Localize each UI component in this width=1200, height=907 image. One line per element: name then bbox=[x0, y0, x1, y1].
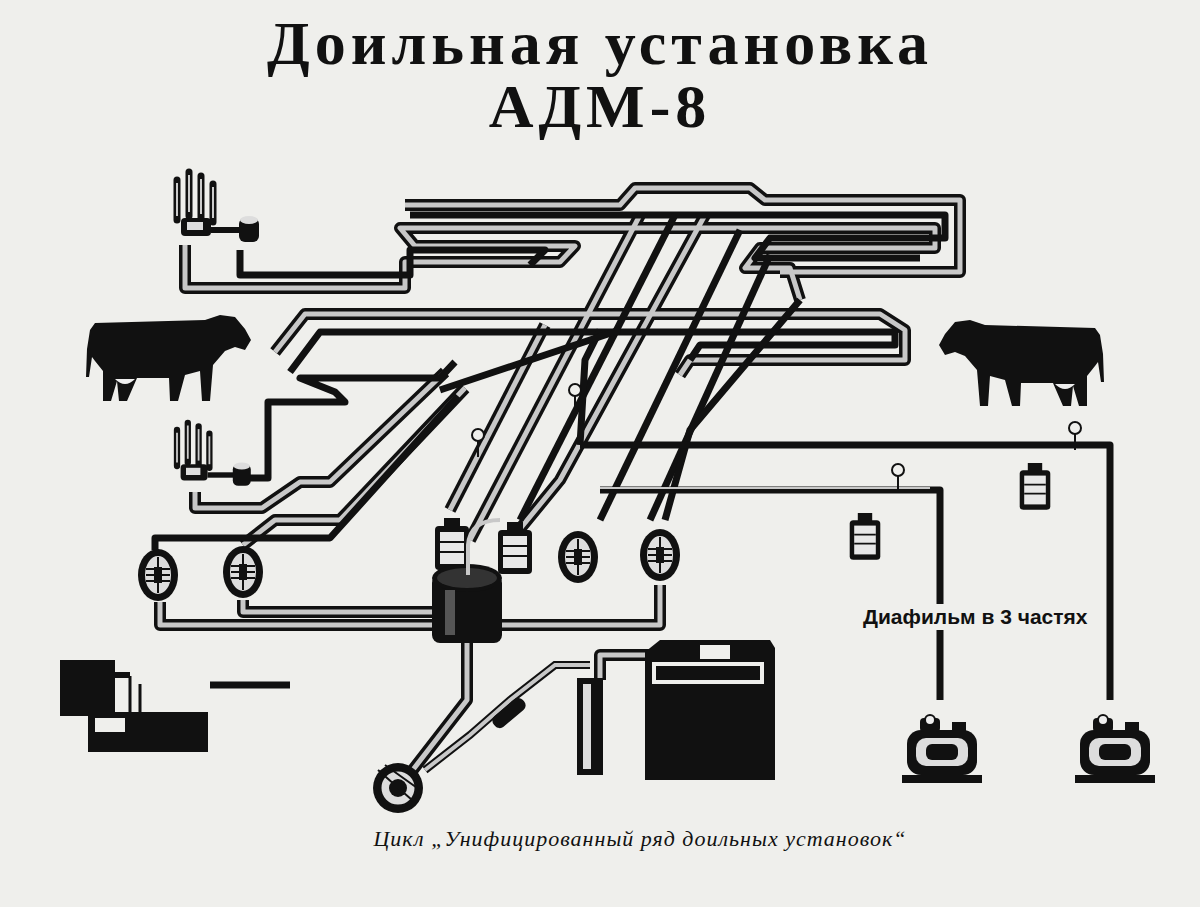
part-note: Диафильм в 3 частях bbox=[858, 604, 1092, 630]
title-block: Доильная установка АДМ-8 bbox=[0, 12, 1200, 138]
caption: Цикл „Унифицированный ряд доильных устан… bbox=[0, 826, 1200, 852]
title: Доильная установка АДМ-8 bbox=[237, 12, 964, 138]
